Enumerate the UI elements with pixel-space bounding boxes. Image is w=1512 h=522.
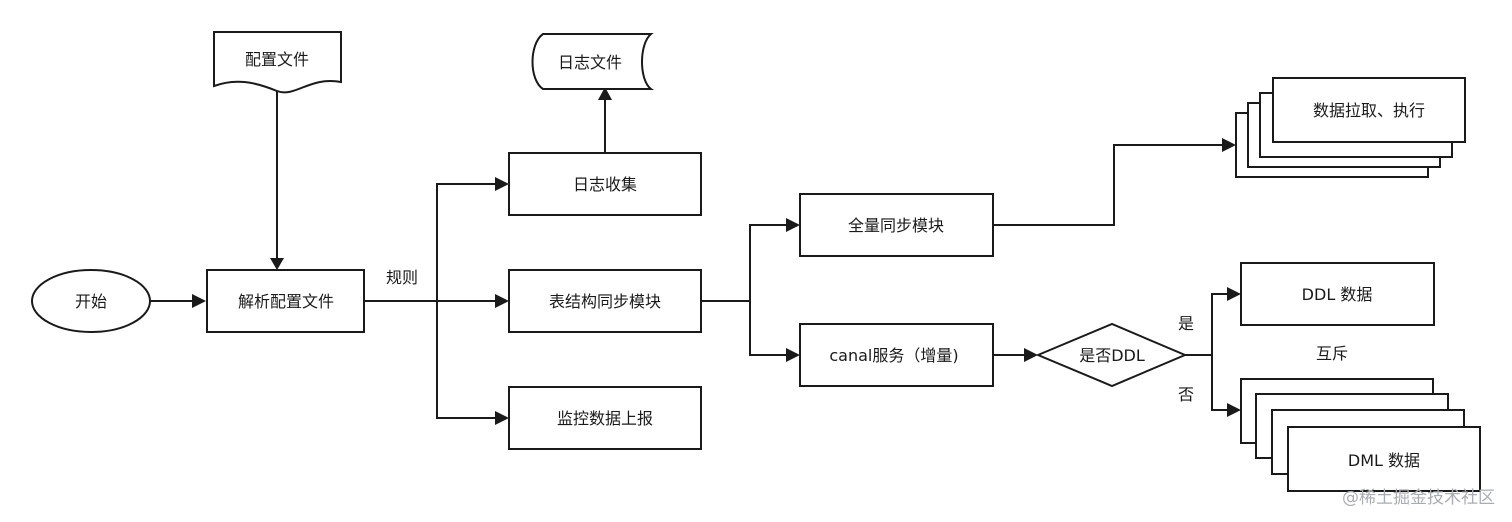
node-full-sync[interactable]: 全量同步模块 — [799, 193, 994, 257]
node-log-file[interactable]: 日志文件 — [531, 33, 654, 90]
node-monitor-report-label: 监控数据上报 — [557, 409, 653, 428]
node-table-sync[interactable]: 表结构同步模块 — [508, 269, 702, 333]
connectors — [150, 86, 1227, 419]
ddl-data-rect — [1240, 262, 1435, 326]
node-canal-service[interactable]: canal服务（增量) — [799, 323, 994, 387]
node-start-label: 开始 — [75, 292, 107, 311]
arrow-into-parse-top — [270, 258, 284, 270]
node-start[interactable]: 开始 — [31, 269, 151, 333]
arrow-into-decision — [1024, 348, 1038, 362]
node-dml-data[interactable]: DML 数据 — [1240, 378, 1481, 492]
edge-to-full-sync — [749, 224, 786, 301]
node-canal-service-label: canal服务（增量) — [829, 346, 958, 365]
node-is-ddl-label: 是否DDL — [1079, 346, 1145, 365]
node-log-collect[interactable]: 日志收集 — [508, 152, 702, 216]
arrow-into-dml — [1227, 403, 1241, 417]
node-data-pull-exec[interactable]: 数据拉取、执行 — [1235, 77, 1466, 178]
document-shape — [213, 31, 342, 94]
arrow-into-pull-exec — [1222, 138, 1236, 152]
node-ddl-data[interactable]: DDL 数据 — [1240, 262, 1435, 326]
edge-to-canal — [749, 301, 786, 356]
stack-layer-4 — [1272, 77, 1466, 143]
arrow-into-log-file — [598, 87, 612, 100]
arrow-into-ddl — [1227, 287, 1241, 301]
edge-yes-to-ddl — [1211, 293, 1227, 355]
node-data-pull-exec-label: 数据拉取、执行 — [1313, 101, 1425, 120]
arrow-into-table-sync — [495, 294, 509, 308]
arrow-into-full-sync — [786, 218, 800, 232]
node-table-sync-label: 表结构同步模块 — [549, 292, 661, 311]
edge-no-to-dml — [1211, 355, 1227, 411]
node-log-file-label: 日志文件 — [558, 53, 622, 72]
watermark-text: @稀土掘金技术社区 — [1342, 488, 1495, 508]
edge-full-to-pull — [993, 144, 1222, 226]
node-parse-config-label: 解析配置文件 — [238, 292, 334, 311]
full-sync-rect — [799, 193, 994, 257]
table-sync-rect — [508, 269, 702, 333]
edge-label-yes: 是 — [1178, 314, 1194, 333]
start-ellipse — [31, 269, 151, 333]
node-config-file-label: 配置文件 — [245, 50, 309, 69]
edge-label-no: 否 — [1178, 385, 1194, 404]
arrowheads — [192, 87, 1241, 425]
node-is-ddl-decision[interactable]: 是否DDL — [1035, 322, 1188, 388]
arrow-into-canal — [786, 348, 800, 362]
node-dml-data-label: DML 数据 — [1348, 451, 1420, 470]
edge-label-mutex: 互斥 — [1316, 344, 1348, 363]
node-config-file[interactable]: 配置文件 — [213, 31, 342, 94]
edge-to-monitor — [436, 301, 495, 419]
node-parse-config[interactable]: 解析配置文件 — [206, 269, 365, 333]
node-log-collect-label: 日志收集 — [573, 175, 637, 194]
stack-layer-4 — [1287, 426, 1481, 492]
log-collect-rect — [508, 152, 702, 216]
arrow-into-monitor — [495, 411, 509, 425]
edge-label-rules: 规则 — [386, 268, 418, 287]
arrow-into-log-collect — [495, 177, 509, 191]
monitor-report-rect — [508, 386, 702, 450]
stored-data-shape — [531, 33, 654, 90]
canal-service-rect — [799, 323, 994, 387]
node-full-sync-label: 全量同步模块 — [848, 216, 944, 235]
node-ddl-data-label: DDL 数据 — [1302, 285, 1373, 304]
edge-to-log-collect — [436, 183, 495, 301]
parse-config-rect — [206, 269, 365, 333]
node-monitor-report[interactable]: 监控数据上报 — [508, 386, 702, 450]
decision-diamond — [1035, 322, 1188, 388]
arrow-into-parse-left — [192, 294, 206, 308]
